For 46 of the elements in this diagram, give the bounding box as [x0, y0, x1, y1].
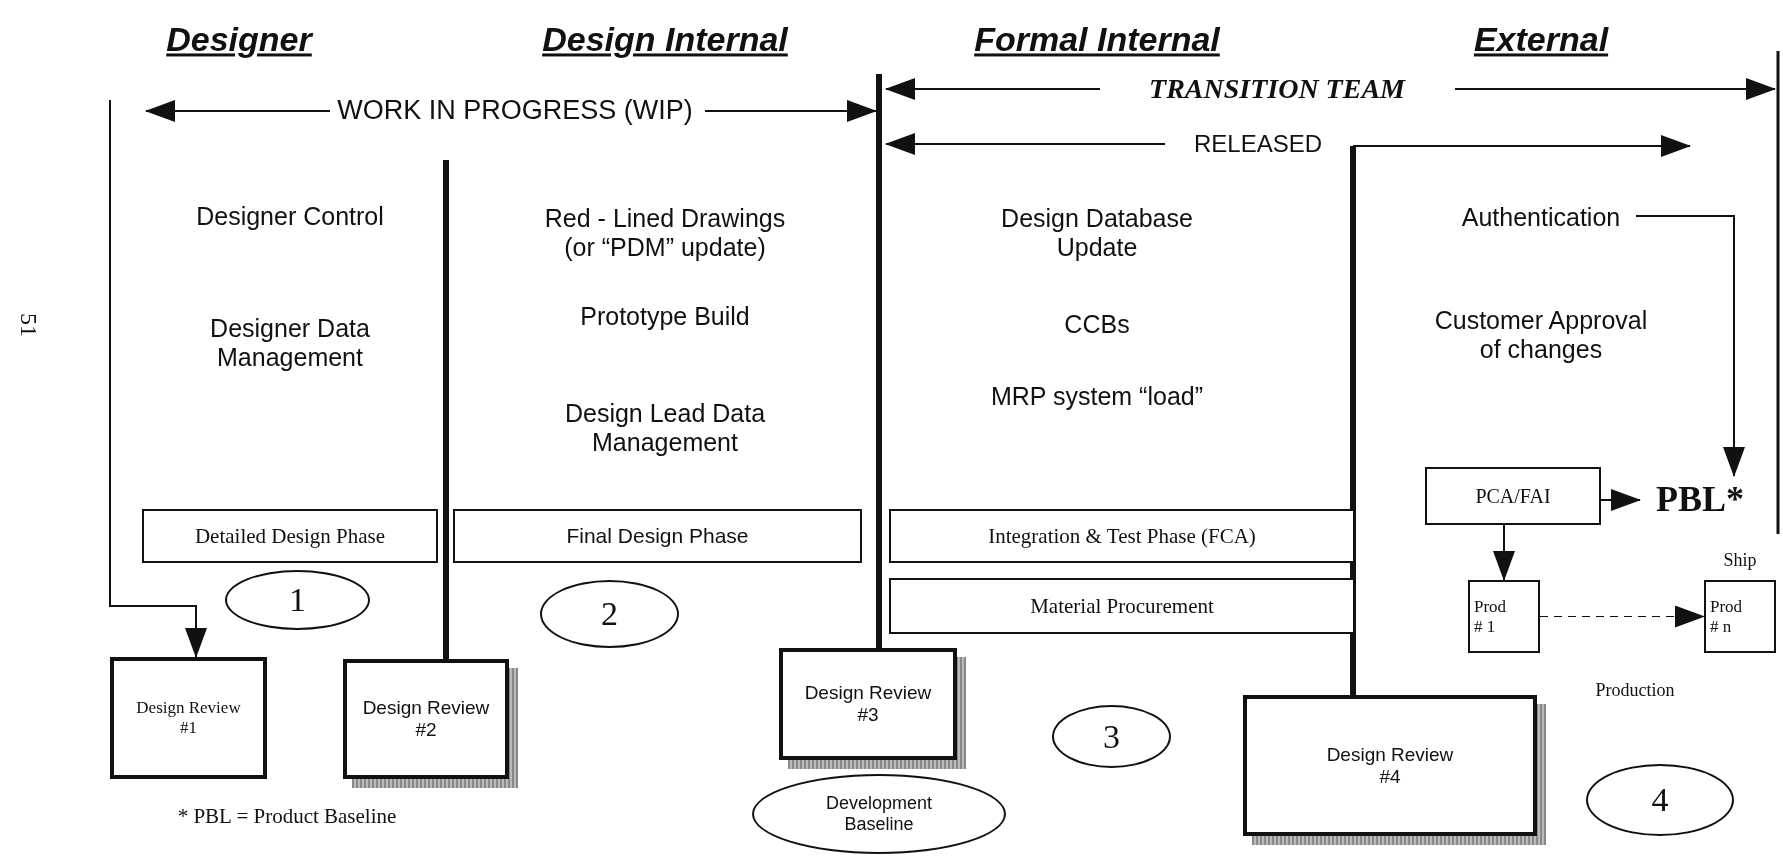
connector-line [443, 160, 449, 659]
connector-arrow [1539, 605, 1705, 628]
column-heading: Design Internal [542, 20, 788, 60]
footnote-text: * PBL = Product Baseline [177, 803, 397, 829]
activity-text: Designer Control [196, 201, 384, 231]
connector-line [1350, 146, 1356, 695]
activity-text: Design Database Update [1000, 204, 1194, 262]
caption-text: Ship [1723, 549, 1757, 571]
phase-ellipse: 3 [1052, 705, 1171, 768]
activity-text: Designer Data Management [209, 314, 371, 372]
column-heading: Designer [166, 20, 312, 60]
connector-arrow [109, 99, 207, 658]
process-box: PCA/FAI [1425, 467, 1601, 525]
process-box: Prod # 1 [1468, 580, 1540, 653]
activity-text: Red - Lined Drawings (or “PDM” update) [543, 204, 787, 262]
activity-text: CCBs [1064, 309, 1130, 339]
process-box: Final Design Phase [453, 509, 862, 563]
process-box: Design Review #1 [110, 657, 267, 779]
column-heading: External [1473, 20, 1609, 60]
activity-text: Design Lead Data Management [563, 399, 767, 457]
caption-text: Production [1595, 679, 1675, 701]
process-box: Design Review #2 [343, 659, 509, 779]
activity-text: Prototype Build [580, 301, 750, 331]
connector-arrow [1600, 489, 1641, 511]
process-box: Material Procurement [889, 578, 1355, 634]
span-label: RELEASED [1193, 130, 1323, 158]
connector-line [876, 74, 882, 648]
page-number: 51 [14, 313, 42, 337]
process-box: Design Review #3 [779, 648, 957, 760]
span-label: TRANSITION TEAM [1149, 72, 1405, 106]
process-box: Detailed Design Phase [142, 509, 438, 563]
phase-ellipse: 4 [1586, 764, 1734, 836]
process-box: Design Review #4 [1243, 695, 1537, 836]
phase-ellipse: Development Baseline [752, 774, 1006, 854]
span-label: WORK IN PROGRESS (WIP) [337, 95, 693, 127]
connector-arrow [1635, 215, 1745, 477]
activity-text: Customer Approval of changes [1433, 306, 1649, 364]
column-heading: Formal Internal [974, 20, 1220, 60]
node-text: PBL* [1640, 476, 1760, 524]
connector-arrow [1493, 524, 1515, 581]
phase-ellipse: 1 [225, 570, 370, 630]
process-box: Integration & Test Phase (FCA) [889, 509, 1355, 563]
node-text: Authentication [1458, 200, 1624, 234]
activity-text: MRP system “load” [990, 381, 1204, 411]
phase-ellipse: 2 [540, 580, 679, 648]
process-box: Prod # n [1704, 580, 1776, 653]
